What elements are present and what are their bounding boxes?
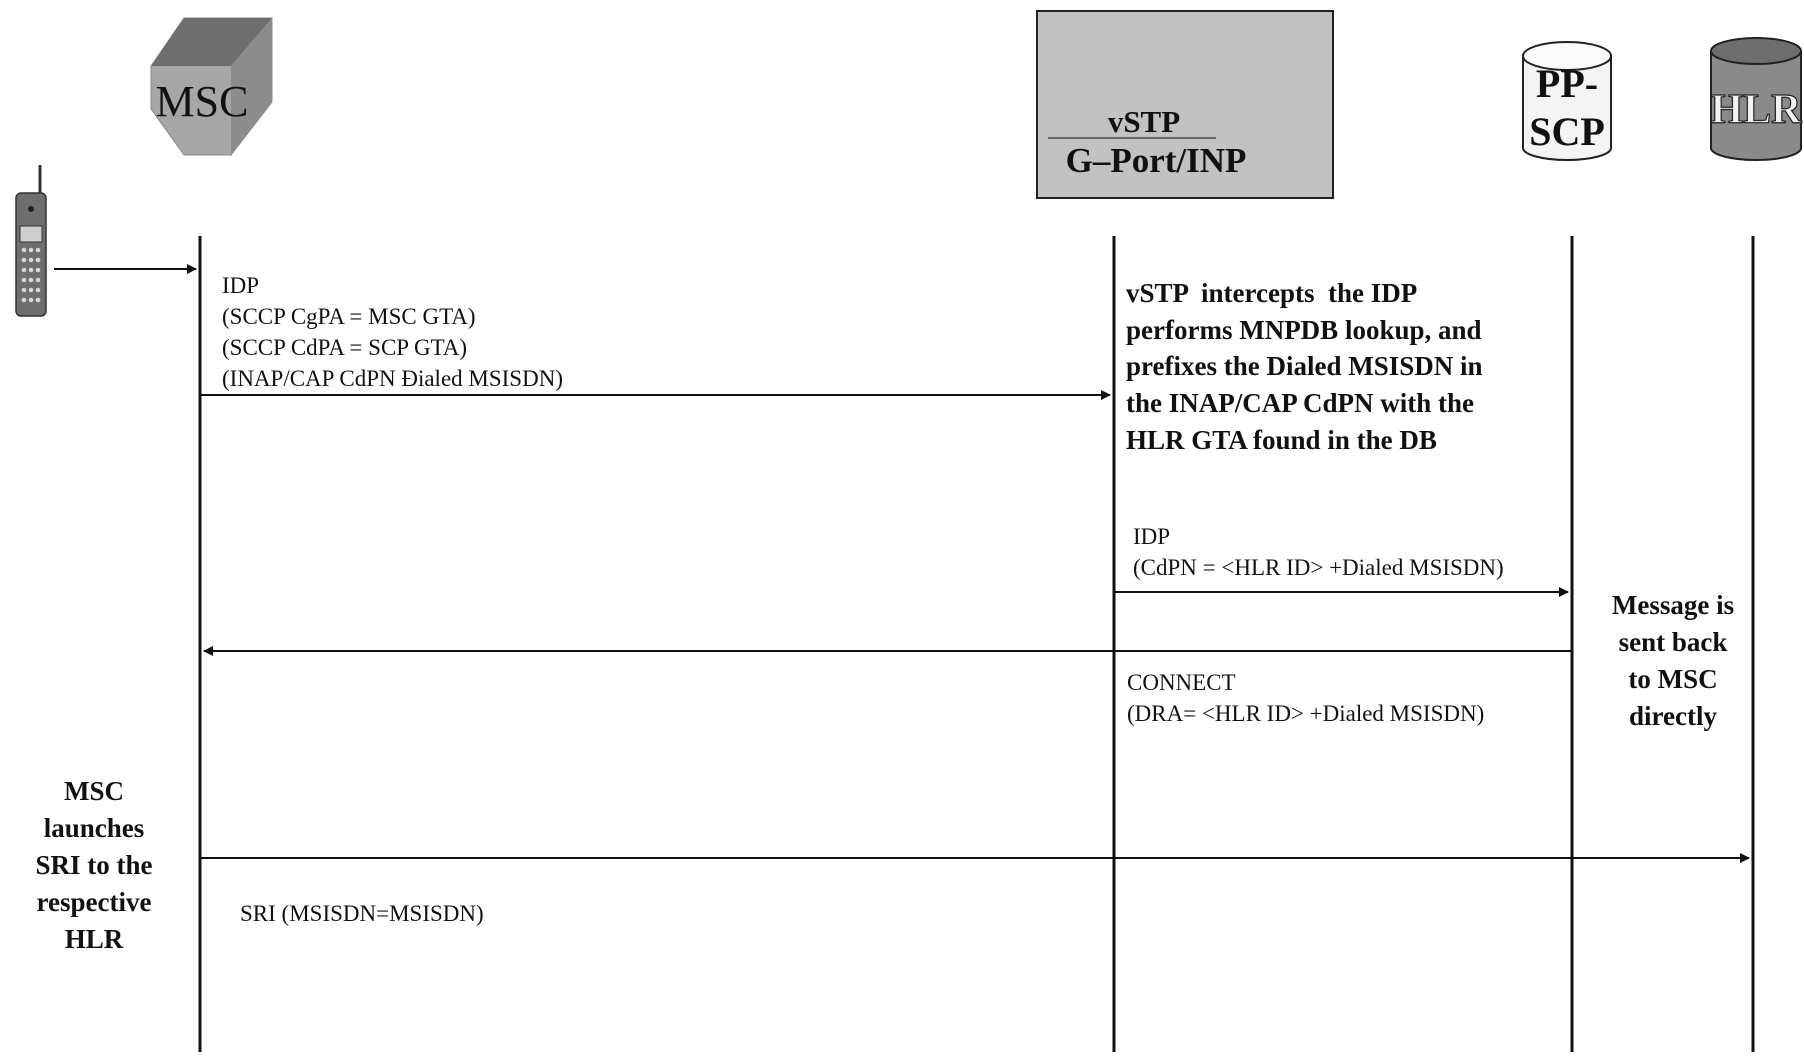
note-line-4: the INAP/CAP CdPN with the <box>1126 388 1474 418</box>
note-line-2: performs MNPDB lookup, and <box>1126 315 1482 345</box>
sent-back-line-4: directly <box>1629 701 1717 731</box>
msc-launches-line-1: MSC <box>64 776 124 806</box>
msc-node: MSC <box>150 17 273 156</box>
hlr-label: HLR <box>1710 87 1802 133</box>
connect-line-1: CONNECT <box>1127 670 1236 695</box>
vstp-node: vSTP G–Port/INP <box>1036 10 1334 199</box>
idp-line-4: (INAP/CAP CdPN Ðialed MSISDN) <box>222 366 563 391</box>
msc-launches-line-4: respective <box>37 887 152 917</box>
sent-back-line-3: to MSC <box>1628 664 1717 694</box>
connect-message-label: CONNECT (DRA= <HLR ID> +Dialed MSISDN) <box>1127 670 1484 726</box>
idp-message-label: IDP (SCCP CgPA = MSC GTA) (SCCP CdPA = S… <box>222 273 563 391</box>
msc-launches-line-2: launches <box>44 813 145 843</box>
idp-scp-line-1: IDP <box>1133 524 1170 549</box>
sri-message-label: SRI (MSISDN=MSISDN) <box>240 901 484 926</box>
vstp-intercept-note: vSTP intercepts the IDP performs MNPDB l… <box>1126 278 1483 455</box>
pp-scp-label-line1: PP- <box>1536 61 1598 106</box>
vstp-label-top: vSTP <box>1108 104 1180 139</box>
idp-line-2: (SCCP CgPA = MSC GTA) <box>222 304 476 329</box>
sent-back-line-1: Message is <box>1612 590 1734 620</box>
sent-back-line-2: sent back <box>1619 627 1728 657</box>
mobile-phone-icon <box>15 165 47 317</box>
pp-scp-node: PP- SCP <box>1522 41 1612 161</box>
msc-launches-note: MSC launches SRI to the respective HLR <box>35 776 152 954</box>
note-line-5: HLR GTA found in the DB <box>1126 425 1437 455</box>
idp-scp-line-2: (CdPN = <HLR ID> +Dialed MSISDN) <box>1133 555 1504 580</box>
vstp-label-bottom: G–Port/INP <box>1066 141 1247 180</box>
idp-line-3: (SCCP CdPA = SCP GTA) <box>222 335 467 360</box>
msc-launches-line-5: HLR <box>65 924 124 954</box>
sent-back-note: Message is sent back to MSC directly <box>1612 590 1734 731</box>
note-line-3: prefixes the Dialed MSISDN in <box>1126 351 1483 381</box>
idp-line-1: IDP <box>222 273 259 298</box>
note-line-1: vSTP intercepts the IDP <box>1126 278 1417 308</box>
msc-launches-line-3: SRI to the <box>35 850 152 880</box>
idp-scp-message-label: IDP (CdPN = <HLR ID> +Dialed MSISDN) <box>1133 524 1504 580</box>
connect-line-2: (DRA= <HLR ID> +Dialed MSISDN) <box>1127 701 1484 726</box>
hlr-node: HLR <box>1710 37 1803 161</box>
pp-scp-label-line2: SCP <box>1529 109 1605 154</box>
msc-label: MSC <box>156 77 249 126</box>
